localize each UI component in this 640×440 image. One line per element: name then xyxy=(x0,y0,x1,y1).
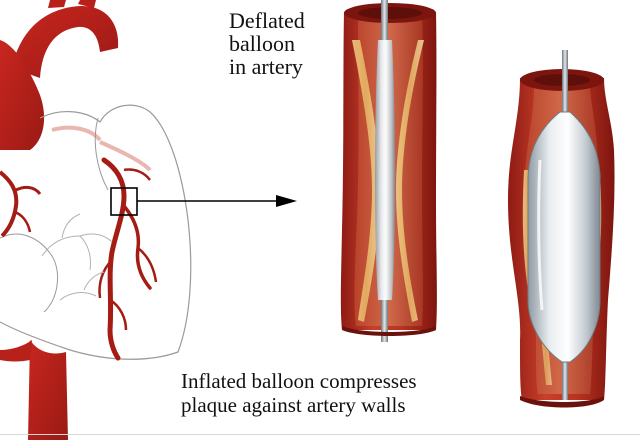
bottom-divider xyxy=(0,434,640,435)
inflated-artery xyxy=(508,50,615,408)
inflated-label-line-2: plaque against artery walls xyxy=(181,393,406,417)
inflated-balloon-label: Inflated balloon compresses plaque again… xyxy=(181,369,417,417)
inflated-label-line-1: Inflated balloon compresses xyxy=(181,369,417,393)
aortic-arch xyxy=(12,5,119,79)
pulmonary-trunk xyxy=(0,40,45,150)
left-coronary xyxy=(0,170,19,238)
deflated-label-line-2: balloon xyxy=(229,31,295,56)
heart-outline xyxy=(0,104,192,360)
deflated-balloon-label: Deflated balloon in artery xyxy=(229,9,305,78)
heart xyxy=(0,0,297,440)
deflated-artery xyxy=(340,0,437,342)
deflated-label-line-3: in artery xyxy=(229,54,303,79)
deflated-label-line-1: Deflated xyxy=(229,8,305,33)
descending-aorta xyxy=(28,340,68,440)
coronary-artery xyxy=(101,157,127,361)
